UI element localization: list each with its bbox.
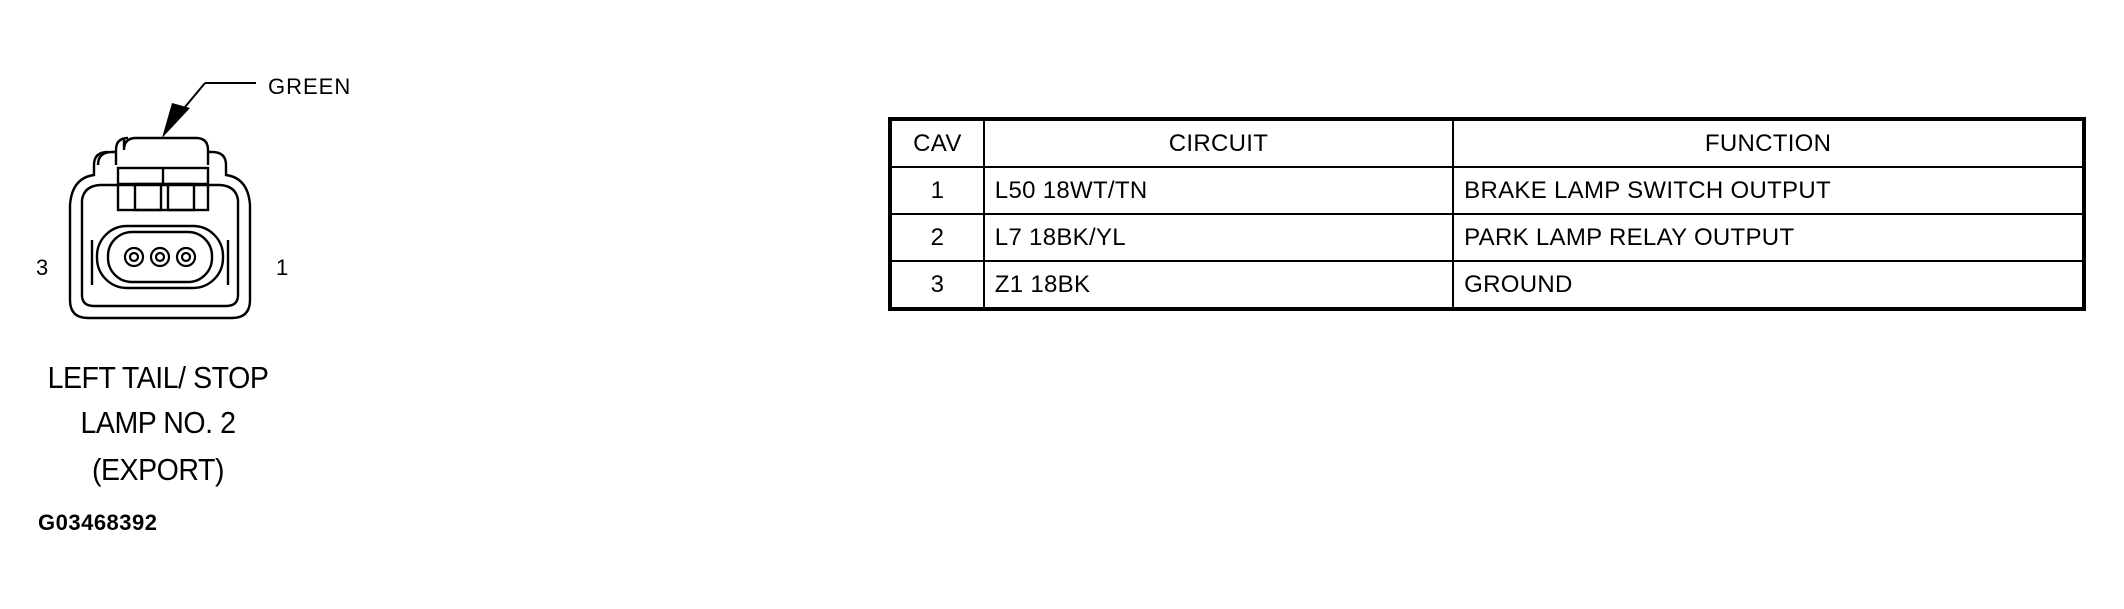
- cell-function: BRAKE LAMP SWITCH OUTPUT: [1452, 166, 2085, 215]
- arrow-head-icon: [162, 103, 190, 138]
- color-label: GREEN: [268, 74, 351, 99]
- table-row: 2 L7 18BK/YL PARK LAMP RELAY OUTPUT: [889, 213, 2085, 262]
- pin-cavities: [123, 246, 197, 268]
- table-header-row: CAV CIRCUIT FUNCTION: [889, 118, 2085, 168]
- header-function: FUNCTION: [1452, 118, 2085, 168]
- cell-circuit: L7 18BK/YL: [982, 213, 1455, 262]
- table-row: 3 Z1 18BK GROUND: [889, 260, 2085, 310]
- table-row: 1 L50 18WT/TN BRAKE LAMP SWITCH OUTPUT: [889, 166, 2085, 215]
- caption-line-3: (EXPORT): [91, 452, 225, 487]
- pin-right-label: 1: [276, 255, 288, 280]
- connector-diagram: GREEN 3 1: [36, 74, 351, 320]
- caption-line-1: LEFT TAIL/ STOP: [47, 360, 269, 395]
- header-cav: CAV: [889, 118, 985, 168]
- header-circuit: CIRCUIT: [982, 118, 1455, 168]
- pin-3-icon: [123, 246, 145, 268]
- pin-left-label: 3: [36, 255, 48, 280]
- cell-function: PARK LAMP RELAY OUTPUT: [1452, 213, 2085, 262]
- cell-cav: 2: [889, 213, 985, 262]
- cell-circuit: Z1 18BK: [982, 260, 1455, 310]
- pinout-table: CAV CIRCUIT FUNCTION 1 L50 18WT/TN BRAKE…: [888, 117, 2086, 311]
- cell-cav: 3: [889, 260, 985, 310]
- pin-1-icon: [175, 246, 197, 268]
- pin-2-icon: [149, 246, 171, 268]
- cell-function: GROUND: [1452, 260, 2085, 310]
- connector-body: [68, 136, 252, 320]
- cell-cav: 1: [889, 166, 985, 215]
- color-leader: [179, 82, 256, 114]
- figure-id: G03468392: [38, 510, 158, 535]
- cell-circuit: L50 18WT/TN: [982, 166, 1455, 215]
- caption-line-2: LAMP NO. 2: [80, 405, 236, 440]
